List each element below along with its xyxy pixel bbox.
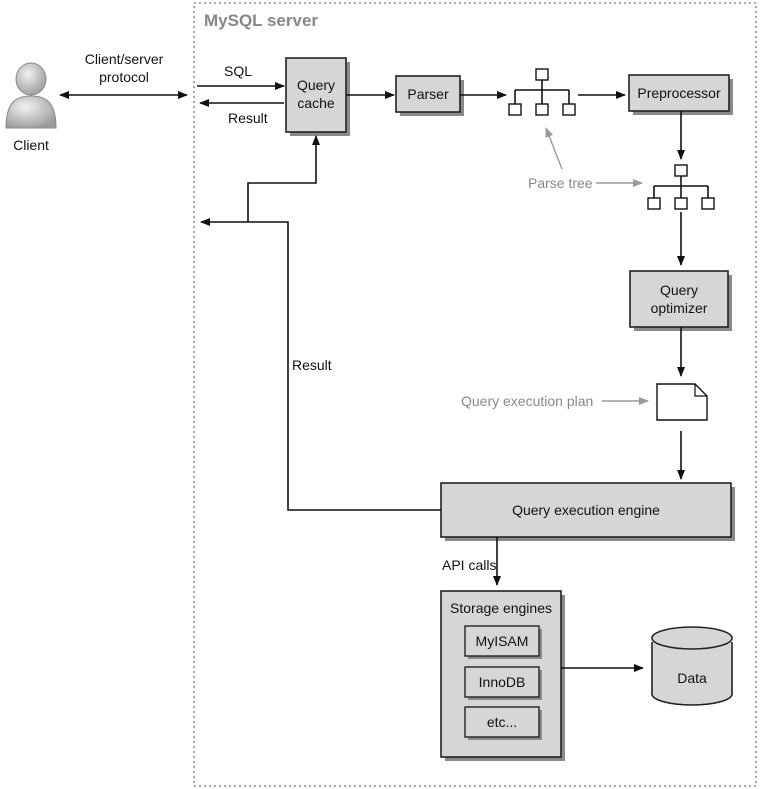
result-label-left: Result bbox=[292, 357, 332, 373]
parse-tree-pointer-1 bbox=[545, 127, 563, 170]
engine-myisam-label: MyISAM bbox=[476, 633, 529, 649]
query-cache-label-line1: Query bbox=[297, 77, 335, 93]
document-fold-icon bbox=[694, 384, 707, 397]
storage-engines-label: Storage engines bbox=[450, 600, 552, 616]
sql-label: SQL bbox=[224, 63, 252, 79]
result-label-top: Result bbox=[228, 110, 268, 126]
protocol-label-line2: protocol bbox=[99, 69, 149, 85]
preprocessor-label: Preprocessor bbox=[637, 85, 721, 101]
parse-tree-label: Parse tree bbox=[528, 175, 593, 191]
result-return-path bbox=[200, 218, 441, 511]
engine-etc-box bbox=[464, 706, 542, 740]
preprocessor-box bbox=[628, 74, 733, 115]
engine-myisam-box bbox=[464, 625, 542, 659]
parser-box bbox=[395, 75, 464, 116]
engine-innodb-label: InnoDB bbox=[479, 674, 526, 690]
execution-plan-document-icon bbox=[656, 383, 708, 421]
query-optimizer-label-line2: optimizer bbox=[651, 300, 708, 316]
data-label: Data bbox=[677, 670, 707, 686]
query-execution-engine-label: Query execution engine bbox=[512, 502, 660, 518]
engine-etc-label: etc... bbox=[487, 714, 517, 730]
query-execution-engine-box bbox=[440, 482, 735, 541]
mysql-server-title: MySQL server bbox=[204, 11, 318, 30]
data-cylinder-icon bbox=[651, 626, 733, 706]
client-label: Client bbox=[13, 137, 49, 153]
engine-innodb-box bbox=[464, 666, 542, 700]
query-cache-label-line2: cache bbox=[297, 95, 335, 111]
client-user-icon bbox=[5, 62, 57, 129]
protocol-label-line1: Client/server bbox=[85, 51, 164, 67]
query-optimizer-box bbox=[629, 270, 732, 331]
query-execution-plan-label: Query execution plan bbox=[461, 393, 593, 409]
mysql-server-boundary bbox=[193, 2, 757, 787]
parse-tree-icon-2 bbox=[647, 164, 715, 210]
parse-tree-icon-1 bbox=[508, 68, 576, 116]
parser-label: Parser bbox=[407, 86, 449, 102]
result-to-cache-path bbox=[247, 135, 320, 222]
api-calls-label: API calls bbox=[442, 557, 496, 573]
query-optimizer-label-line1: Query bbox=[660, 282, 698, 298]
